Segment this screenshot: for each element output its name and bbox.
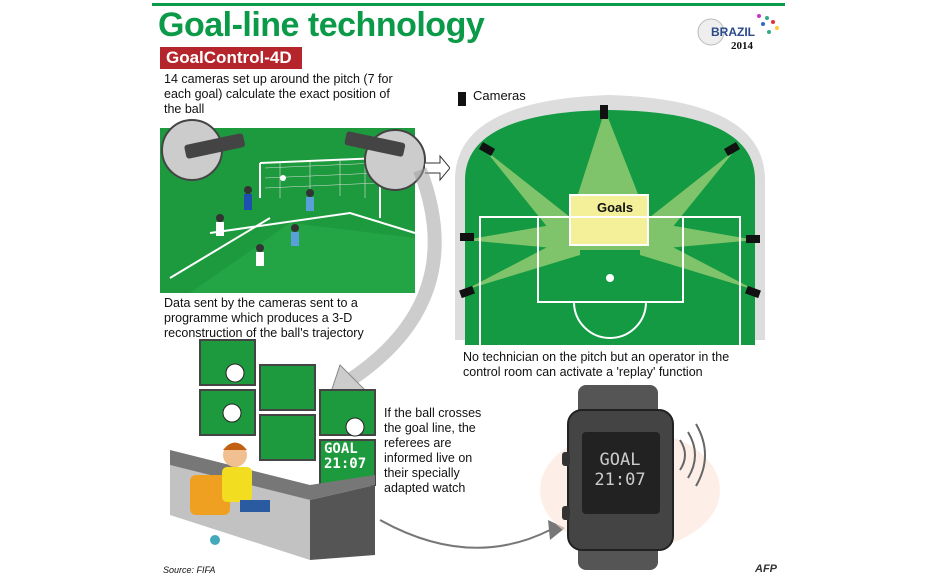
source-note: Source: FIFA	[163, 565, 216, 575]
cameras-legend-label: Cameras	[473, 88, 526, 103]
page-title: Goal-line technology	[158, 6, 485, 44]
control-room-illustration	[170, 339, 376, 560]
svg-text:2014: 2014	[731, 40, 754, 52]
watch-goal-text: GOAL	[599, 450, 641, 470]
cameras-intro-text: 14 cameras set up around the pitch (7 fo…	[164, 72, 393, 116]
pitch-illustration	[160, 119, 450, 293]
referees-text: If the ball crosses the goal line, the r…	[384, 406, 482, 495]
monitor-time-text: 21:07	[324, 456, 367, 472]
svg-text:BRAZIL: BRAZIL	[711, 25, 755, 39]
players-icon	[216, 175, 314, 266]
referee-watch-illustration	[540, 385, 720, 570]
top-rule	[152, 3, 785, 6]
system-name-badge: GoalControl-4D	[160, 47, 302, 69]
data-sent-text: Data sent by the cameras sent to a progr…	[164, 296, 364, 340]
watch-time-text: 21:07	[594, 470, 646, 490]
monitor-goal-text: GOAL	[324, 441, 358, 457]
camera-legend-icon	[458, 92, 466, 106]
field-camera-diagram	[455, 92, 765, 345]
vibration-icon	[679, 423, 706, 487]
afp-credit: AFP	[755, 563, 777, 575]
camera-icons	[459, 105, 761, 299]
brazil-2014-logo: BRAZIL 2014	[697, 12, 782, 52]
flow-arrows	[329, 167, 565, 549]
goals-label: Goals	[597, 200, 634, 215]
no-technician-text: No technician on the pitch but an operat…	[463, 350, 730, 379]
chair	[190, 475, 230, 515]
